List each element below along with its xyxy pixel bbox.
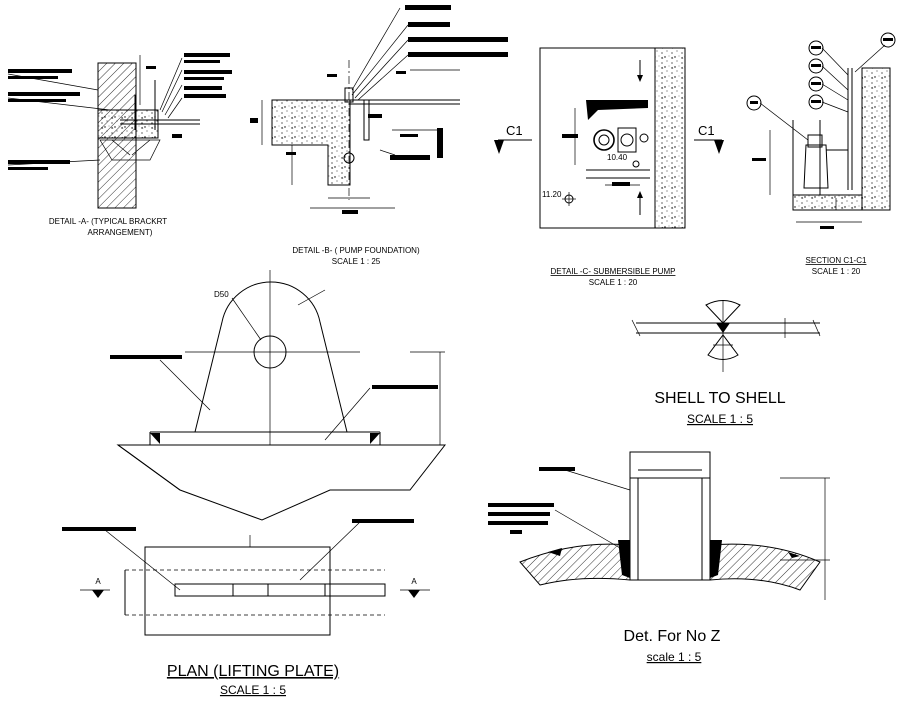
detail-c-scale: SCALE 1 : 20 (589, 278, 638, 287)
detail-c-title: DETAIL -C- SUBMERSIBLE PUMP (551, 267, 676, 276)
lifting-lug-hole-label: D50 (214, 290, 229, 299)
detail-a-title-line1: DETAIL -A- (TYPICAL BRACKRT (49, 217, 167, 226)
detail-c-level-1: 10.40 (607, 153, 628, 162)
shell-to-shell-title: SHELL TO SHELL (654, 390, 785, 407)
detail-c-marker-right: C1 (698, 123, 715, 138)
det-no-z-title: Det. For No Z (624, 628, 721, 645)
detail-b-drawing (250, 5, 508, 214)
plan-section-mark-right: A (411, 577, 417, 586)
detail-c-level-2: 11.20 (542, 190, 562, 199)
detail-c-drawing (494, 47, 724, 229)
section-c1-scale: SCALE 1 : 20 (812, 267, 861, 276)
lifting-lug-elevation (110, 270, 447, 521)
detail-a-title-line2: ARRANGEMENT) (88, 228, 153, 237)
detail-b-title: DETAIL -B- ( PUMP FOUNDATION) (292, 246, 420, 255)
plan-lifting-plate-title: PLAN (LIFTING PLATE) (167, 663, 339, 680)
det-no-z-drawing (488, 451, 830, 600)
detail-b-scale: SCALE 1 : 25 (332, 257, 381, 266)
shell-to-shell-scale: SCALE 1 : 5 (687, 412, 753, 426)
detail-c-marker-left: C1 (506, 123, 523, 138)
shell-to-shell-drawing (631, 300, 821, 372)
section-c1-title: SECTION C1-C1 (806, 256, 867, 265)
detail-a-drawing (7, 53, 232, 209)
plan-section-mark-left: A (95, 577, 101, 586)
section-c1-drawing (746, 32, 896, 229)
plan-lifting-plate-scale: SCALE 1 : 5 (220, 683, 286, 697)
plan-lifting-plate-drawing (62, 519, 430, 636)
det-no-z-scale: scale 1 : 5 (647, 650, 702, 664)
